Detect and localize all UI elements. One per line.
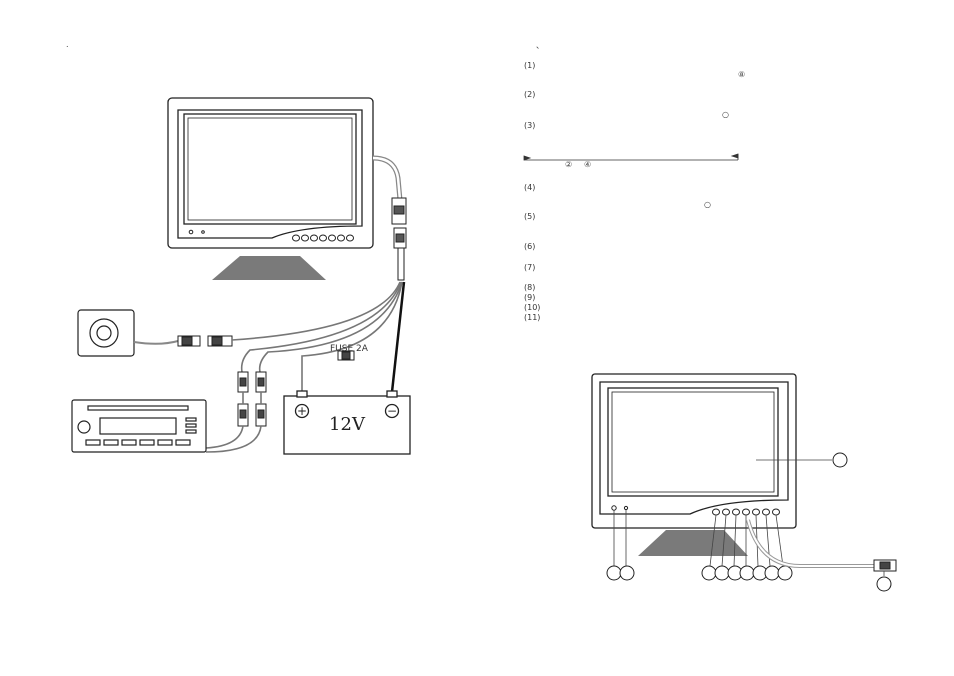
list-item-6: (6) xyxy=(524,242,536,251)
power-led-icon xyxy=(188,229,194,235)
camera-connector xyxy=(177,335,233,347)
ir-sensor-icon xyxy=(201,230,205,234)
monitor-cable xyxy=(372,155,403,201)
car-radio-illustration xyxy=(71,399,207,453)
fuse-holder xyxy=(337,350,355,361)
ground-cable xyxy=(390,281,406,393)
battery-minus-sign: − xyxy=(387,404,397,418)
list-item-10: (10) xyxy=(524,303,541,312)
list-item-9: (9) xyxy=(524,293,536,302)
right-heading-mark: 、 xyxy=(536,41,544,50)
list-item-11: (11) xyxy=(524,313,541,322)
camera-illustration xyxy=(77,309,135,357)
battery-plus-sign: + xyxy=(297,404,307,418)
inline-ref-circle-b: ○ xyxy=(704,200,711,209)
inline-ref-4: ④ xyxy=(584,160,592,169)
fuse-label: FUSE 2A xyxy=(330,344,369,354)
inline-ref-circle-a: ○ xyxy=(722,110,729,119)
main-connector xyxy=(391,197,407,281)
list-item-7: (7) xyxy=(524,263,536,272)
monitor-buttons xyxy=(292,234,354,242)
list-item-5: (5) xyxy=(524,212,536,221)
list-item-4: (4) xyxy=(524,183,536,192)
list-item-1: (1) xyxy=(524,61,536,70)
list-item-8: (8) xyxy=(524,283,536,292)
inline-ref-2: ② xyxy=(565,160,573,169)
left-heading-mark: . xyxy=(66,40,69,49)
list-item-2: (2) xyxy=(524,90,536,99)
monitor-illustration xyxy=(167,97,374,249)
list-item-3: (3) xyxy=(524,121,536,130)
monitor-stand xyxy=(212,256,326,280)
battery-voltage-label: 12V xyxy=(329,414,366,435)
inline-ref-8: ⑧ xyxy=(738,70,746,79)
battery-illustration xyxy=(283,390,411,455)
camera-cable xyxy=(133,340,179,345)
harness-cables xyxy=(231,281,403,392)
